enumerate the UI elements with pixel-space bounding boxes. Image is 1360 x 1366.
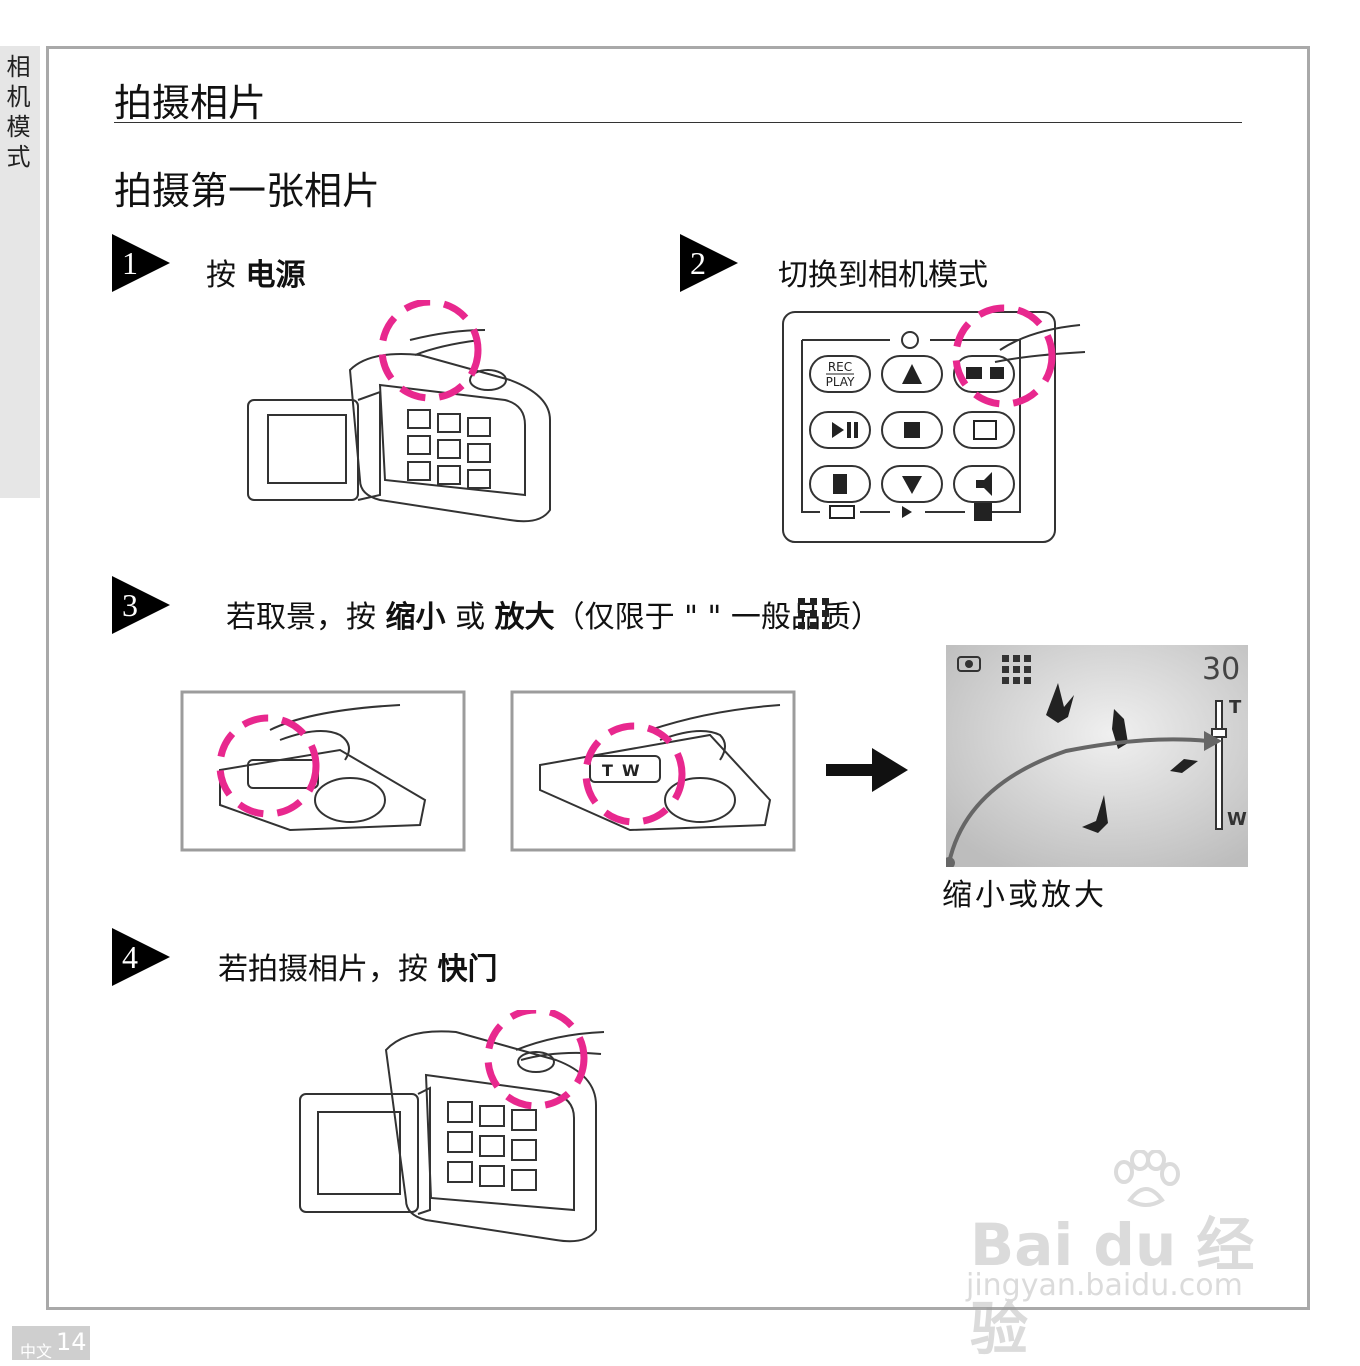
step-1-marker: 1: [112, 234, 170, 292]
zoom-caption: 缩小或放大: [942, 878, 1107, 913]
watermark: Bai du 经验 jingyan.baidu.com: [960, 1150, 1280, 1363]
svg-text:1: 1: [122, 245, 138, 281]
step-1-text: 按 电源: [206, 258, 306, 293]
step-3-marker: 3: [112, 576, 170, 634]
chapter-side-tab: 相机模式: [0, 46, 40, 498]
camera-power-illustration: [247, 300, 551, 523]
step-3-text: 若取景，按 缩小 或 放大（仅限于 " " 一般品质）: [226, 600, 881, 635]
paw-logo-icon: [1114, 1150, 1180, 1207]
step-2-text: 切换到相机模式: [778, 258, 988, 293]
svg-text:T: T: [1229, 697, 1242, 718]
grid-quality-icon: [798, 598, 829, 629]
page-frame: [46, 46, 1310, 1310]
svg-text:2: 2: [690, 245, 706, 281]
step-4-marker: 4: [112, 928, 170, 986]
camera-shutter-illustration: [299, 1010, 605, 1243]
svg-text:W: W: [1227, 809, 1247, 830]
svg-text:REC: REC: [828, 360, 852, 374]
step-2-marker: 2: [680, 234, 738, 292]
page-title: 拍摄相片: [114, 81, 267, 125]
svg-text:T: T: [602, 761, 613, 780]
title-rule: [114, 122, 1242, 123]
viewfinder-screen: 30 T W: [946, 645, 1248, 867]
step-4-text: 若拍摄相片，按 快门: [218, 952, 498, 987]
keypad-illustration: REC PLAY: [782, 304, 1086, 543]
svg-text:3: 3: [122, 587, 138, 623]
zoom-out-illustration: [180, 690, 466, 852]
arrow-right-icon: [826, 748, 908, 792]
section-title: 拍摄第一张相片: [114, 169, 381, 213]
quality-grid-icon: [1002, 655, 1031, 684]
shots-remaining: 30: [1202, 652, 1240, 687]
svg-text:W: W: [622, 761, 640, 780]
zoom-in-illustration: T W: [510, 690, 796, 852]
camera-mode-icon: [957, 656, 981, 672]
svg-text:4: 4: [122, 939, 138, 975]
svg-text:PLAY: PLAY: [826, 375, 855, 389]
